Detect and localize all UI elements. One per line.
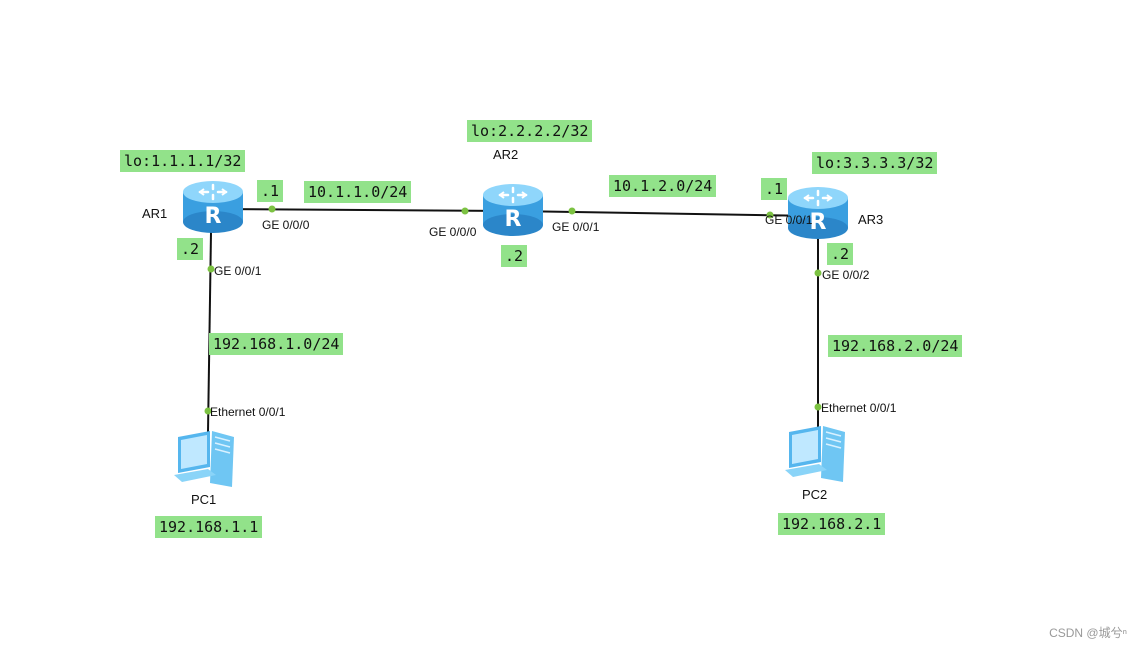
ar1-ge001-host-tag: .2 (177, 238, 204, 260)
ar2-host-tag: .2 (501, 245, 528, 267)
pc1-name: PC1 (191, 492, 217, 507)
svg-text:R: R (810, 210, 827, 235)
pc2-name: PC2 (802, 487, 828, 502)
ar3-loopback-tag: lo:3.3.3.3/32 (812, 152, 938, 174)
pc2-port-label: Ethernet 0/0/1 (821, 401, 897, 415)
port-dot-pc2-eth (814, 403, 822, 411)
ar3-name: AR3 (858, 212, 884, 227)
ar2-ge000-label: GE 0/0/0 (429, 225, 477, 239)
net-ar3-pc2-tag: 192.168.2.0/24 (828, 335, 963, 357)
router-ar3-icon[interactable]: R (787, 184, 849, 240)
pc2-ip-tag: 192.168.2.1 (778, 513, 886, 535)
ar1-name: AR1 (142, 206, 168, 221)
ar2-name: AR2 (493, 147, 519, 162)
pc1-icon[interactable] (172, 427, 238, 489)
ar1-ge000-label: GE 0/0/0 (262, 218, 310, 232)
ar3-ge002-label: GE 0/0/2 (822, 268, 870, 282)
net-ar2-ar3-tag: 10.1.2.0/24 (609, 175, 717, 197)
svg-text:R: R (505, 207, 522, 232)
ar1-loopback-tag: lo:1.1.1.1/32 (120, 150, 246, 172)
ar3-ge001-label: GE 0/0/1 (765, 213, 813, 227)
ar2-loopback-tag: lo:2.2.2.2/32 (467, 120, 593, 142)
port-dot-ar3-ge002 (814, 269, 822, 277)
net-ar1-ar2-tag: 10.1.1.0/24 (304, 181, 412, 203)
ar2-ge001-label: GE 0/0/1 (552, 220, 600, 234)
pc2-icon[interactable] (783, 422, 849, 484)
port-dot-ar1-ge001 (207, 265, 215, 273)
port-dot-ar3-ge001 (766, 211, 774, 219)
port-dot-ar1-ge000 (268, 205, 276, 213)
net-ar1-pc1-tag: 192.168.1.0/24 (209, 333, 344, 355)
link-ar1-pc1 (207, 231, 212, 433)
port-dot-ar2-ge000 (461, 207, 469, 215)
router-ar1-icon[interactable]: R (182, 178, 244, 234)
port-dot-ar2-ge001 (568, 207, 576, 215)
pc1-port-label: Ethernet 0/0/1 (210, 405, 286, 419)
ar1-ge000-host-tag: .1 (257, 180, 284, 202)
ar3-ge001-host-tag: .1 (761, 178, 788, 200)
ar3-ge002-host-tag: .2 (827, 243, 854, 265)
ar1-ge001-label: GE 0/0/1 (214, 264, 262, 278)
svg-text:R: R (205, 204, 222, 229)
watermark: CSDN @城兮ⁿ (1049, 626, 1127, 640)
router-ar2-icon[interactable]: R (482, 181, 544, 237)
pc1-ip-tag: 192.168.1.1 (155, 516, 263, 538)
port-dot-pc1-eth (204, 407, 212, 415)
